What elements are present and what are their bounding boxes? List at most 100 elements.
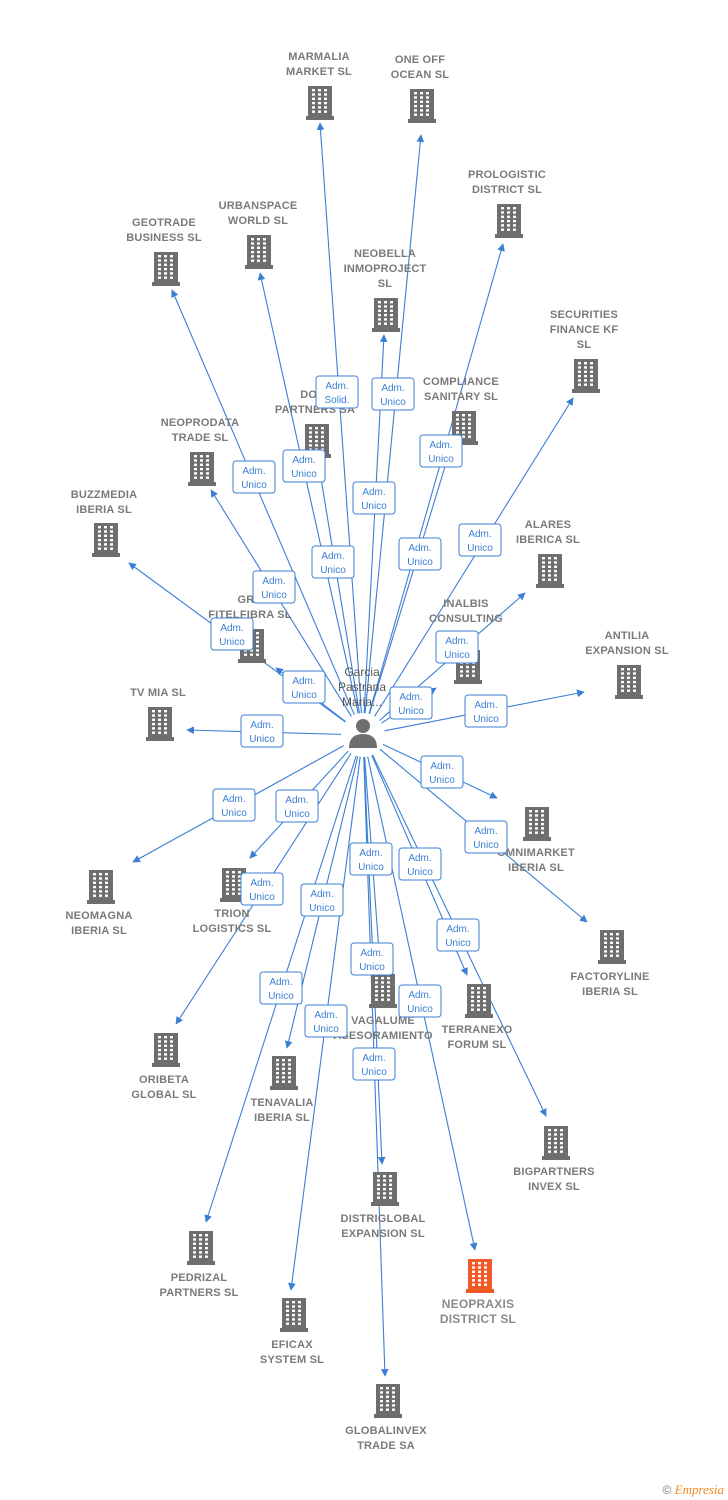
role-badge-tvmia[interactable]: Adm.Unico: [240, 714, 284, 748]
role-badge-neoprodata[interactable]: Adm.Unico: [252, 570, 296, 604]
window: [105, 885, 108, 889]
window: [318, 89, 321, 92]
role-badge-marmalia[interactable]: Adm.Solid.: [315, 375, 359, 409]
role-badge-globalinvex[interactable]: Adm.Unico: [352, 1047, 396, 1081]
role-badge-neopraxis[interactable]: Adm.Unico: [398, 984, 442, 1018]
role-badge-factoryline[interactable]: Adm.Unico: [464, 820, 508, 854]
company-name-line: URBANSPACE: [219, 200, 298, 212]
role-badge-prologistic[interactable]: Adm.Unico: [419, 434, 463, 468]
role-badge-inalbis[interactable]: Adm.Unico: [389, 686, 433, 720]
center-person[interactable]: Garcia Pastrana Maria...: [338, 665, 386, 748]
window: [158, 1040, 161, 1043]
role-badge-neomagna[interactable]: Adm.Unico: [212, 788, 256, 822]
window: [312, 101, 315, 105]
window: [282, 1063, 285, 1066]
role-badge-tenavalia[interactable]: Adm.Unico: [300, 883, 344, 917]
window: [501, 207, 504, 210]
building-windows: [276, 1059, 291, 1083]
role-badge-distriglobal[interactable]: Adm.Unico: [350, 942, 394, 976]
role-badge-antilia[interactable]: Adm.Unico: [464, 694, 508, 728]
role-badge-terranexo[interactable]: Adm.Unico: [398, 847, 442, 881]
building-windows: [194, 455, 209, 479]
badge-text: Solid.: [324, 395, 349, 406]
role-badge-eficax[interactable]: Adm.Unico: [304, 1004, 348, 1038]
role-badge-alares[interactable]: Adm.Unico: [435, 630, 479, 664]
role-badge-grufitel[interactable]: Adm.Unico: [282, 670, 326, 704]
role-badge-compliance[interactable]: Adm.Unico: [398, 537, 442, 571]
role-badge-oribeta[interactable]: Adm.Unico: [240, 872, 284, 906]
window: [507, 228, 510, 231]
company-node-tvmia[interactable]: TV MIA SL: [130, 687, 186, 741]
badge-text: Adm.: [269, 977, 292, 988]
building-windows: [542, 557, 557, 581]
role-badge-geotrade[interactable]: Adm.Unico: [232, 460, 276, 494]
window: [627, 680, 630, 684]
role-badge-bigpartners[interactable]: Adm.Unico: [436, 918, 480, 952]
window: [205, 1242, 208, 1245]
window: [324, 97, 327, 100]
role-badge-trion[interactable]: Adm.Unico: [275, 789, 319, 823]
building-windows: [472, 1262, 487, 1286]
role-badge-pedrizal[interactable]: Adm.Unico: [259, 971, 303, 1005]
role-badge-oneoff[interactable]: Adm.Unico: [371, 377, 415, 411]
window: [276, 1071, 279, 1075]
role-badge-neobella[interactable]: Adm.Unico: [352, 481, 396, 515]
window: [194, 476, 197, 479]
window: [312, 89, 315, 92]
window: [256, 653, 259, 656]
window: [276, 1076, 279, 1079]
window: [471, 991, 474, 994]
window: [513, 215, 516, 218]
window: [554, 1146, 557, 1149]
window: [232, 888, 235, 891]
role-badge-buzzmedia[interactable]: Adm.Unico: [210, 617, 254, 651]
role-badge-securities[interactable]: Adm.Unico: [458, 523, 502, 557]
window: [292, 1313, 295, 1317]
badge-text: Unico: [398, 706, 424, 717]
window: [420, 100, 423, 103]
window: [541, 814, 544, 817]
window: [472, 1283, 475, 1286]
role-badge-vagalume[interactable]: Adm.Unico: [349, 842, 393, 876]
role-badge-urbanspace[interactable]: Adm.Unico: [282, 449, 326, 483]
role-badge-domi[interactable]: Adm.Unico: [311, 545, 355, 579]
role-badge-omnimarket[interactable]: Adm.Unico: [420, 755, 464, 789]
company-name-line: SL: [577, 339, 592, 351]
window: [164, 722, 167, 726]
badge-box: [352, 481, 396, 515]
window: [477, 995, 480, 998]
window: [604, 937, 607, 940]
window: [381, 981, 384, 984]
badge-text: Adm.: [292, 676, 315, 687]
badge-text: Adm.: [292, 455, 315, 466]
edges-layer: [128, 122, 588, 1377]
badge-text: Adm.: [429, 440, 452, 451]
